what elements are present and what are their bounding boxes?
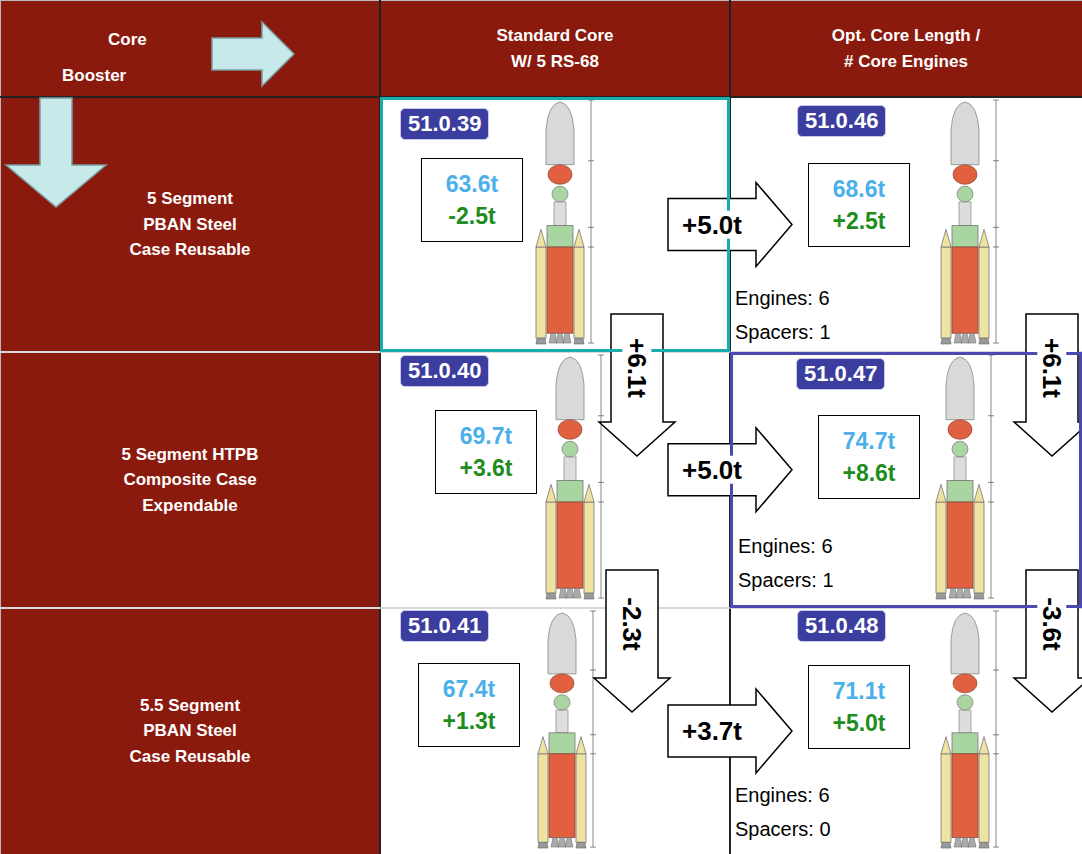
core-direction-arrow bbox=[212, 22, 294, 86]
delta-label: +6.1t bbox=[623, 336, 652, 400]
payload-box: 68.6t+2.5t bbox=[808, 163, 910, 247]
header-cell: 5 Segment PBAN Steel Case Reusable bbox=[0, 97, 380, 352]
corner-header-cell: CoreBooster bbox=[0, 0, 380, 97]
payload-delta: +2.5t bbox=[832, 205, 885, 237]
delta-label: +6.1t bbox=[1038, 336, 1067, 400]
header-text: 5.5 Segment PBAN Steel Case Reusable bbox=[122, 693, 259, 770]
payload-box: 67.4t+1.3t bbox=[418, 663, 520, 747]
configuration-id: 51.0.39 bbox=[400, 108, 489, 140]
block-arrow bbox=[668, 689, 792, 773]
block-arrow bbox=[1014, 570, 1082, 712]
rocket-figure bbox=[546, 355, 604, 599]
configuration-id: 51.0.46 bbox=[797, 105, 886, 137]
configuration-id: 51.0.40 bbox=[400, 355, 489, 387]
payload-delta: +3.6t bbox=[459, 452, 512, 484]
block-arrow bbox=[599, 314, 675, 456]
booster-direction-arrow bbox=[6, 98, 106, 207]
payload-value: 69.7t bbox=[460, 420, 512, 452]
grid-line bbox=[0, 607, 380, 609]
payload-value: 68.6t bbox=[833, 173, 885, 205]
rocket-figure bbox=[941, 100, 999, 344]
frame-line bbox=[0, 0, 1, 854]
block-arrow bbox=[668, 428, 792, 512]
engine-spacer-count: Spacers: 1 bbox=[738, 569, 834, 592]
payload-delta: +5.0t bbox=[832, 707, 885, 739]
header-text: Opt. Core Length / # Core Engines bbox=[826, 23, 986, 74]
grid-line bbox=[380, 351, 1082, 353]
rocket-figure bbox=[536, 100, 594, 344]
row-header-band bbox=[0, 0, 380, 854]
delta-label: +3.7t bbox=[680, 717, 744, 746]
payload-box: 69.7t+3.6t bbox=[435, 410, 537, 494]
engine-spacer-count: Spacers: 1 bbox=[735, 321, 831, 344]
block-arrow bbox=[594, 570, 670, 712]
engine-spacer-count: Engines: 6 bbox=[735, 784, 830, 807]
rocket-illustrations bbox=[536, 100, 999, 848]
grid-line bbox=[380, 607, 1082, 609]
configuration-cell: 67.4t+1.3t 51.0.41 bbox=[380, 608, 730, 854]
payload-value: 67.4t bbox=[443, 673, 495, 705]
engine-spacer-count: Engines: 6 bbox=[738, 535, 833, 558]
configuration-id: 51.0.41 bbox=[400, 610, 489, 642]
payload-value: 71.1t bbox=[833, 675, 885, 707]
header-text: 5 Segment PBAN Steel Case Reusable bbox=[122, 186, 259, 263]
configuration-cell: 74.7t+8.6t 51.0.47Engines: 6 Spacers: 1 bbox=[730, 352, 1082, 608]
block-arrow bbox=[1014, 314, 1082, 456]
header-text: Core bbox=[108, 30, 147, 50]
frame-line bbox=[0, 0, 1082, 1]
header-cell: Opt. Core Length / # Core Engines bbox=[730, 0, 1082, 97]
payload-value: 74.7t bbox=[843, 425, 895, 457]
payload-box: 63.6t-2.5t bbox=[421, 158, 523, 242]
configuration-cell: 68.6t+2.5t 51.0.46Engines: 6 Spacers: 1 bbox=[730, 97, 1082, 352]
configuration-cell: 71.1t+5.0t 51.0.48Engines: 6 Spacers: 0 bbox=[730, 608, 1082, 854]
header-cell: Standard Core W/ 5 RS-68 bbox=[380, 0, 730, 97]
grid-line bbox=[379, 0, 381, 854]
delta-label: -3.6t bbox=[1038, 595, 1067, 652]
payload-delta: +8.6t bbox=[842, 457, 895, 489]
engine-spacer-count: Engines: 6 bbox=[735, 287, 830, 310]
rocket-figure bbox=[941, 611, 999, 848]
configuration-id: 51.0.47 bbox=[796, 358, 885, 390]
payload-delta: -2.5t bbox=[448, 200, 495, 232]
payload-delta: +1.3t bbox=[442, 705, 495, 737]
configuration-cell: 63.6t-2.5t 51.0.39 bbox=[380, 97, 730, 352]
payload-box: 74.7t+8.6t bbox=[818, 415, 920, 499]
block-arrow bbox=[668, 183, 792, 267]
payload-value: 63.6t bbox=[446, 168, 498, 200]
header-text: Standard Core W/ 5 RS-68 bbox=[488, 23, 623, 74]
rocket-figure bbox=[936, 355, 994, 599]
configuration-cell: 69.7t+3.6t 51.0.40 bbox=[380, 352, 730, 608]
payload-box: 71.1t+5.0t bbox=[808, 665, 910, 749]
rocket-figure bbox=[538, 611, 596, 848]
configuration-id: 51.0.48 bbox=[797, 610, 886, 642]
header-text: Booster bbox=[62, 66, 126, 86]
grid-line bbox=[0, 351, 380, 353]
delta-label: -2.3t bbox=[618, 595, 647, 652]
header-cell: 5 Segment HTPB Composite Case Expendable bbox=[0, 352, 380, 608]
engine-spacer-count: Spacers: 0 bbox=[735, 818, 831, 841]
header-text: 5 Segment HTPB Composite Case Expendable bbox=[122, 442, 259, 519]
delta-label: +5.0t bbox=[680, 455, 744, 484]
delta-label: +5.0t bbox=[680, 210, 744, 239]
header-cell: 5.5 Segment PBAN Steel Case Reusable bbox=[0, 608, 380, 854]
grid-line bbox=[0, 96, 1082, 98]
